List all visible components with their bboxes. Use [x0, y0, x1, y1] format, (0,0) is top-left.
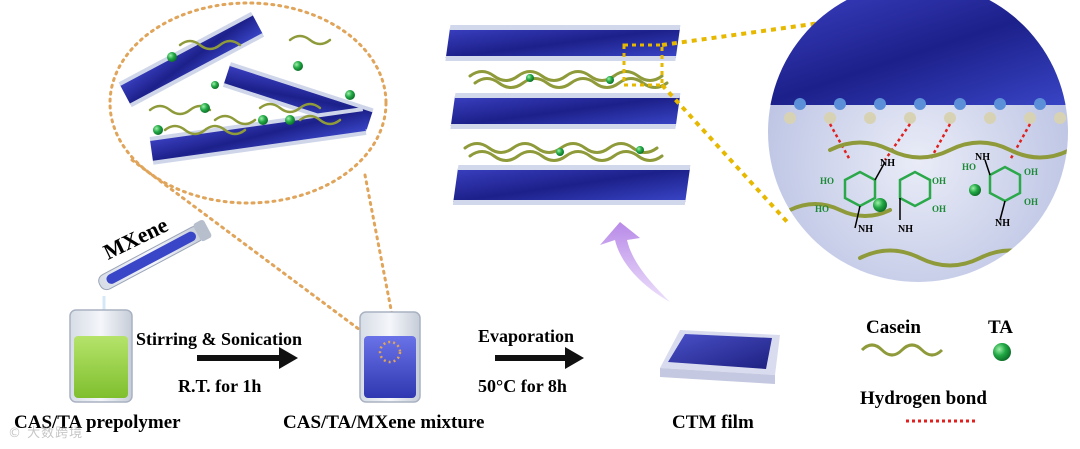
zoom-selection-box [622, 12, 886, 227]
step-arrow-1 [197, 347, 298, 369]
nh-label: NH [858, 224, 873, 235]
nh-label: NH [898, 224, 913, 235]
step1-condition-bottom: R.T. for 1h [178, 376, 261, 396]
oh-label: OH [1024, 167, 1038, 177]
mxene-flakes-dispersed [118, 11, 374, 165]
mxene-pipette [98, 219, 212, 291]
oh-label: OH [1024, 197, 1038, 207]
mxene-layered-stack [445, 25, 691, 205]
legend-hbond-label: Hydrogen bond [860, 388, 987, 409]
step1-condition-top: Stirring & Sonication [136, 329, 302, 349]
beaker2-caption: CAS/TA/MXene mixture [283, 412, 484, 433]
beaker1-caption: CAS/TA prepolymer [14, 412, 181, 433]
ho-label: HO [820, 176, 834, 186]
nh-label: NH [880, 158, 895, 169]
step-arrow-2 [495, 347, 584, 369]
legend-casein-swatch [860, 343, 944, 357]
nh-label: NH [995, 218, 1010, 229]
step2-condition-top: Evaporation [478, 326, 574, 346]
nh-label: NH [975, 152, 990, 163]
film-caption: CTM film [672, 412, 754, 433]
beaker-mixture [359, 311, 421, 403]
legend-ta-label: TA [988, 317, 1013, 338]
zoom-circle-mixture [108, 1, 397, 332]
ho-label: HO [962, 162, 976, 172]
legend-ta-swatch [993, 343, 1011, 361]
legend: Casein TA Hydrogen bond [860, 317, 1013, 423]
step2-condition-bottom: 50°C for 8h [478, 376, 567, 396]
beaker-prepolymer [69, 309, 133, 403]
molecular-zoom-circle: HO HO OH OH OH OH HO NH NH NH NH NH [768, 0, 1068, 282]
oh-label: OH [932, 176, 946, 186]
ctm-film [660, 330, 780, 384]
transform-arrow [600, 222, 670, 302]
legend-casein-label: Casein [866, 317, 921, 338]
ho-label: HO [815, 204, 829, 214]
watermark: © 大数跨境 [8, 426, 84, 441]
oh-label: OH [932, 204, 946, 214]
